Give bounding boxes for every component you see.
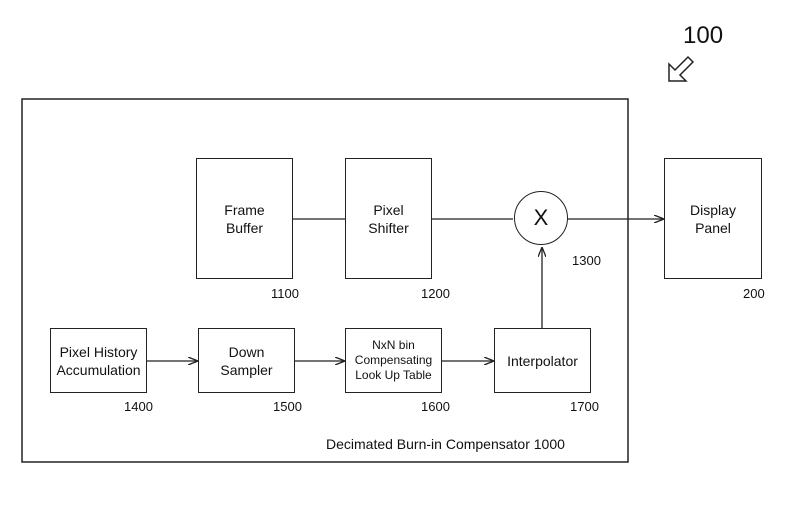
pixel-shifter-block: Pixel Shifter bbox=[345, 158, 432, 279]
pixel-history-block: Pixel History Accumulation bbox=[50, 328, 147, 393]
compensator-label: Decimated Burn-in Compensator 1000 bbox=[326, 436, 565, 452]
pixel-history-label: Pixel History Accumulation bbox=[56, 343, 141, 378]
pixel-history-ref: 1400 bbox=[124, 399, 153, 414]
frame-buffer-ref: 1100 bbox=[271, 286, 299, 301]
display-panel-block: Display Panel bbox=[664, 158, 762, 279]
multiplier-symbol: X bbox=[533, 205, 549, 230]
pixel-shifter-ref: 1200 bbox=[421, 286, 450, 301]
lut-label: NxN bin Compensating Look Up Table bbox=[354, 338, 433, 382]
down-sampler-label: Down Sampler bbox=[220, 343, 273, 378]
lut-ref: 1600 bbox=[421, 399, 450, 414]
pixel-shifter-label: Pixel Shifter bbox=[368, 201, 409, 236]
figure-number: 100 bbox=[683, 22, 724, 49]
multiplier-ref: 1300 bbox=[572, 253, 601, 268]
frame-buffer-label: Frame Buffer bbox=[224, 201, 265, 236]
display-panel-ref: 200 bbox=[743, 286, 765, 301]
interpolator-ref: 1700 bbox=[570, 399, 599, 414]
interpolator-label: Interpolator bbox=[507, 352, 578, 369]
outer-compensator-frame bbox=[21, 98, 629, 463]
figure-reference-arrow bbox=[668, 55, 695, 82]
frame-buffer-block: Frame Buffer bbox=[196, 158, 293, 279]
display-panel-label: Display Panel bbox=[690, 201, 736, 236]
down-sampler-block: Down Sampler bbox=[198, 328, 295, 393]
lut-block: NxN bin Compensating Look Up Table bbox=[345, 328, 442, 393]
interpolator-block: Interpolator bbox=[494, 328, 591, 393]
down-sampler-ref: 1500 bbox=[273, 399, 302, 414]
multiplier-node: X bbox=[514, 191, 568, 245]
